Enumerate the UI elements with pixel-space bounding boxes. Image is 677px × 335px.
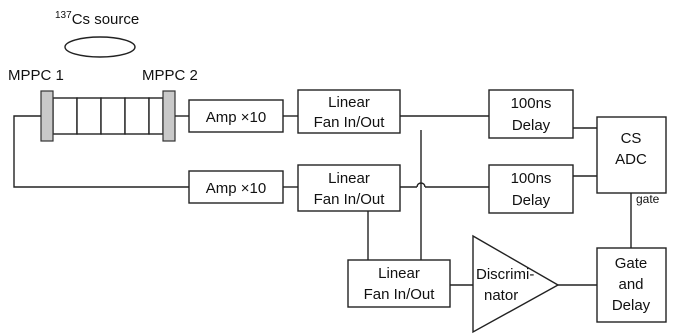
signal-wires xyxy=(13,115,632,286)
adc-box xyxy=(596,116,667,194)
mppc2-sensor xyxy=(162,90,176,142)
gate-delay-line3: Delay xyxy=(612,297,651,314)
gate-delay-line2: and xyxy=(618,276,643,293)
discriminator-line2: nator xyxy=(484,287,518,304)
fan-bottom-box xyxy=(347,259,451,308)
fan-bottom-line1: Linear xyxy=(378,265,420,282)
delay-top-box xyxy=(488,89,574,139)
amp-bottom-box xyxy=(188,170,284,204)
scintillator-array xyxy=(52,97,164,135)
discriminator-triangle xyxy=(472,234,560,334)
fan-mid-line1: Linear xyxy=(328,170,370,187)
fan-top-line1: Linear xyxy=(328,94,370,111)
delay-bottom-line2: Delay xyxy=(512,192,551,209)
mppc1-sensor xyxy=(40,90,54,142)
adc-line2: ADC xyxy=(615,151,647,168)
mppc1-label: MPPC 1 xyxy=(8,67,64,84)
source-ellipse xyxy=(64,36,136,58)
gate-delay-box xyxy=(596,247,667,323)
delay-bottom-line1: 100ns xyxy=(511,170,552,187)
source-label: 137Cs source xyxy=(55,10,139,28)
gate-signal-label: gate xyxy=(636,192,660,206)
fan-top-line2: Fan In/Out xyxy=(314,114,386,131)
fan-mid-box xyxy=(297,164,401,212)
fan-mid-line2: Fan In/Out xyxy=(314,191,386,208)
amp-top-label: Amp ×10 xyxy=(206,109,266,126)
mppc2-label: MPPC 2 xyxy=(142,67,198,84)
amp-bottom-label: Amp ×10 xyxy=(206,180,266,197)
adc-line1: CS xyxy=(621,130,642,147)
amp-top-box xyxy=(188,99,284,133)
delay-top-line1: 100ns xyxy=(511,95,552,112)
discriminator-line1: Discrimi- xyxy=(476,266,534,283)
fan-bottom-line2: Fan In/Out xyxy=(364,286,436,303)
gate-delay-line1: Gate xyxy=(615,255,648,272)
fan-top-box xyxy=(297,89,401,134)
delay-top-line2: Delay xyxy=(512,117,551,134)
delay-bottom-box xyxy=(488,164,574,214)
